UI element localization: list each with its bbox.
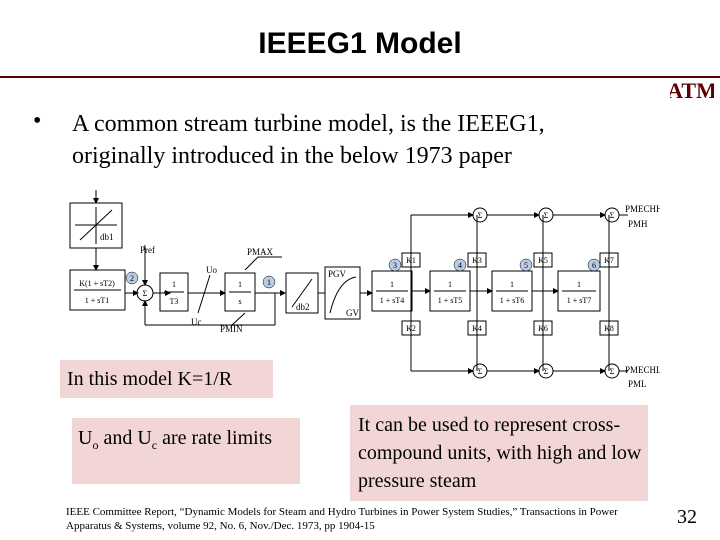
node-marker-6 (587, 258, 601, 272)
db2-label: db2 (296, 302, 310, 312)
integrator-block (224, 272, 256, 312)
sigma-symbol: Σ (610, 367, 615, 376)
lag-block (159, 272, 189, 312)
tf6-denominator: 1 + sT6 (500, 296, 525, 305)
gain-denominator: 1 + sT1 (85, 296, 110, 305)
uo-label: Uo (206, 265, 217, 275)
pm-lp-label: PML (628, 379, 647, 389)
citation: IEEE Committee Report, “Dynamic Models f… (66, 506, 618, 532)
node-num: 4 (458, 261, 462, 270)
k4-label: K4 (472, 324, 482, 333)
pmin-label: PMIN (220, 324, 243, 334)
db1-label: db1 (100, 232, 114, 242)
title-divider (0, 76, 720, 78)
k3-label: K3 (472, 256, 482, 265)
node-num: 2 (130, 274, 134, 283)
k6-label: K6 (538, 324, 548, 333)
sigma-symbol: Σ (544, 211, 549, 220)
usage-callout: It can be used to represent cross-compou… (350, 405, 648, 501)
bullet-text: A common stream turbine model, is the IE… (72, 108, 672, 172)
k7-label: K7 (604, 256, 614, 265)
logo-text: ATM (670, 78, 714, 103)
slide-title: IEEEG1 Model (258, 27, 462, 60)
node-num: 3 (393, 261, 397, 270)
node-num: 5 (524, 261, 528, 270)
bullet-line-2: originally introduced in the below 1973 … (72, 143, 512, 169)
tf7-denominator: 1 + sT7 (567, 296, 592, 305)
node-marker-4 (453, 258, 467, 272)
k5-label: K5 (538, 256, 548, 265)
k8-label: K8 (604, 324, 614, 333)
k2-label: K2 (406, 324, 416, 333)
sigma-symbol: Σ (478, 367, 483, 376)
uc-label: Uc (191, 317, 202, 327)
rate-limit-callout: Uo and Uc are rate limits (72, 418, 300, 484)
node-marker-1 (262, 275, 276, 289)
k-note-callout: In this model K=1/R (60, 360, 273, 398)
pmax-label: PMAX (247, 247, 274, 257)
sigma-symbol: Σ (610, 211, 615, 220)
integrator-denominator: s (238, 297, 241, 306)
sigma-symbol: Σ (478, 211, 483, 220)
integrator-numerator: 1 (238, 280, 242, 289)
rate-end: are rate limits (157, 427, 273, 449)
tf4-numerator: 1 (390, 280, 394, 289)
tf7-numerator: 1 (577, 280, 581, 289)
bullet-marker: • (33, 108, 42, 134)
tf6-numerator: 1 (510, 280, 514, 289)
tf5-denominator: 1 + sT5 (438, 296, 463, 305)
pgv-label: PGV (328, 269, 347, 279)
tf4-denominator: 1 + sT4 (380, 296, 405, 305)
k1-label: K1 (406, 256, 416, 265)
tf5-numerator: 1 (448, 280, 452, 289)
rate-c-sub: c (151, 438, 158, 452)
lag-numerator: 1 (172, 280, 176, 289)
node-marker-5 (519, 258, 533, 272)
gain-numerator: K(1 + sT2) (79, 279, 115, 288)
sigma-symbol: Σ (143, 289, 148, 298)
pm-hp-label: PMH (628, 219, 648, 229)
sigma-symbol: Σ (544, 367, 549, 376)
pref-label: Pref (140, 245, 155, 255)
node-marker-2 (125, 271, 139, 285)
university-logo: ATM (670, 78, 714, 103)
gain-block (69, 269, 126, 311)
node-num: 1 (267, 278, 271, 287)
page-number: 32 (677, 506, 697, 528)
ieeeg1-block-diagram: 2 1 3 4 5 6 db1 Pref PMAX PMIN Uo Uc db2… (60, 185, 660, 390)
node-marker-3 (388, 258, 402, 272)
rate-u1: U (78, 427, 93, 449)
rate-o-sub: o (92, 438, 99, 452)
lag-denominator: T3 (170, 297, 179, 306)
node-num: 6 (592, 261, 596, 270)
gv-label: GV (346, 308, 359, 318)
rate-mid: and U (98, 427, 152, 449)
bullet-line-1: A common stream turbine model, is the IE… (72, 111, 545, 137)
